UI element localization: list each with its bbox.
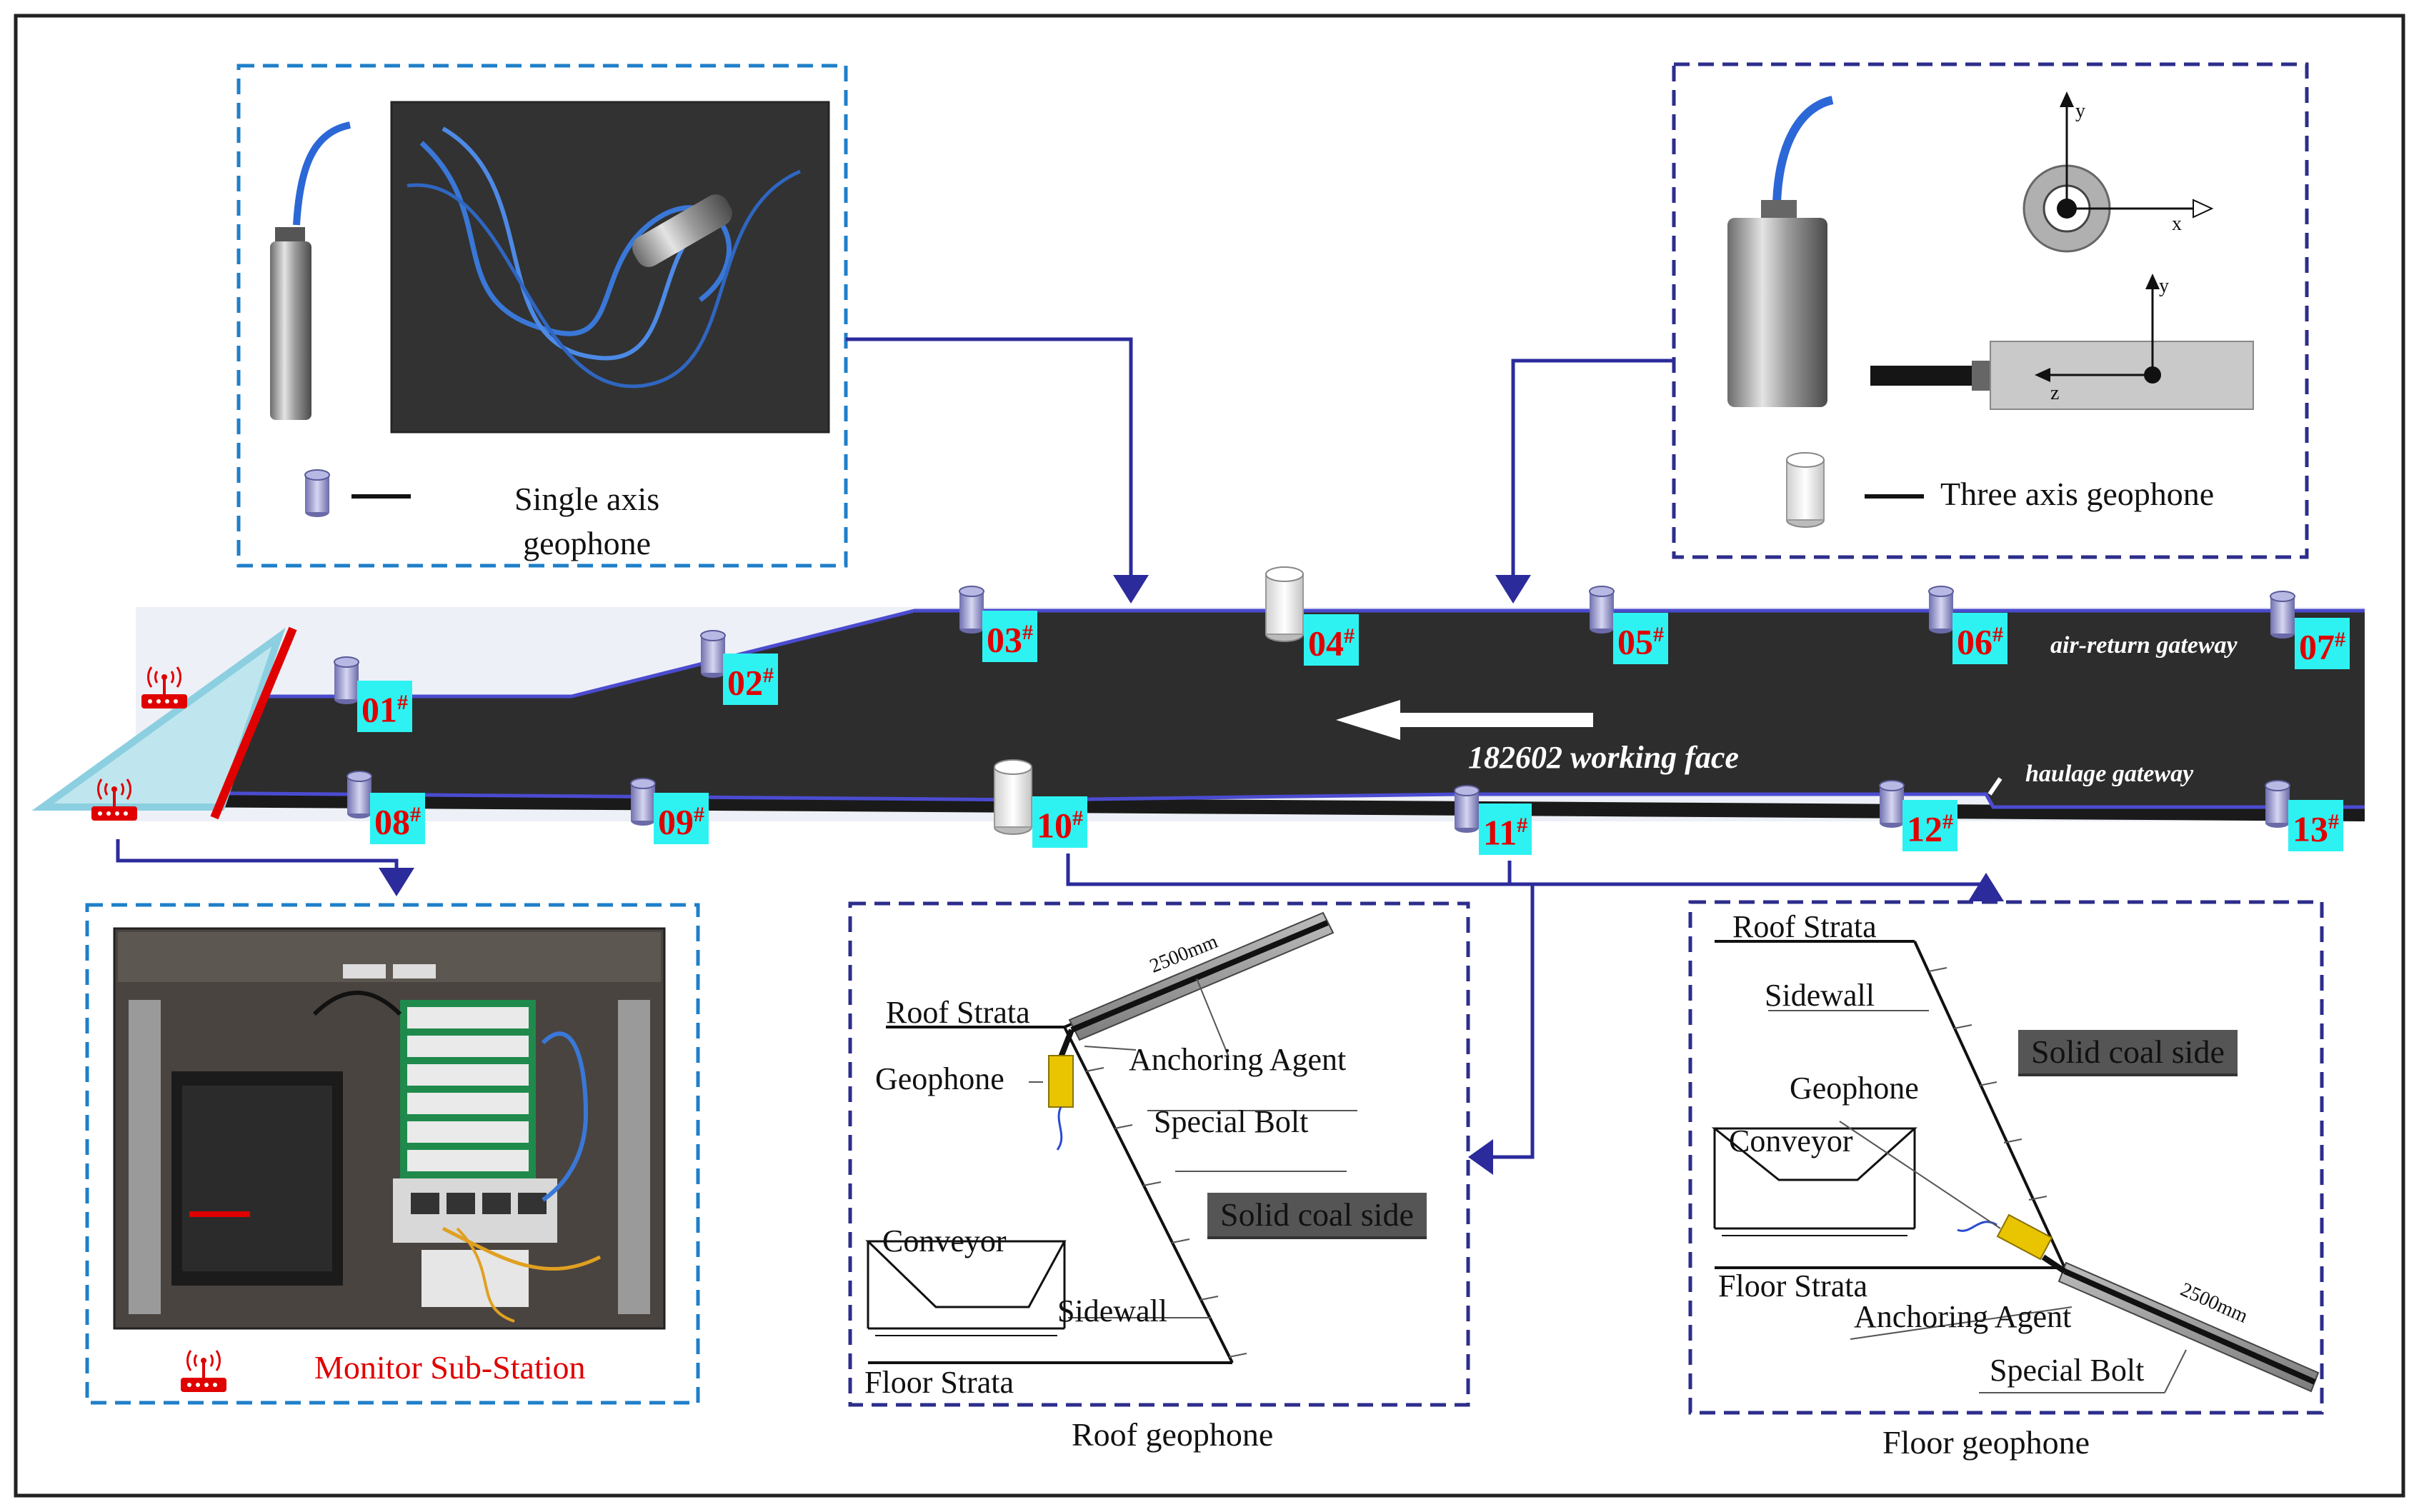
single-geophone-11-icon — [1454, 785, 1480, 833]
geophone-tag-11: 11# — [1479, 803, 1532, 855]
single-geophone-05-icon — [1589, 586, 1615, 634]
roof-conveyor — [865, 1240, 1067, 1308]
floor-roof-strata-label: Roof Strata — [1732, 909, 1877, 944]
arrowhead — [1968, 873, 2004, 901]
working-face-slab — [164, 611, 2365, 807]
floor-hatching — [1928, 967, 2048, 1201]
direction-arrow — [1336, 700, 1593, 740]
special-bolt-label: Special Bolt — [1154, 1104, 1309, 1139]
roof-detail-box — [848, 901, 1470, 1407]
monitor-substation-label: Monitor Sub-Station — [314, 1349, 586, 1386]
boundary-red-line — [210, 626, 297, 820]
three-axis-geophone-10-icon — [994, 759, 1032, 835]
floor-geophone-sensor — [1996, 1213, 2053, 1261]
geophone-tag-09: 09# — [654, 793, 709, 844]
connector-single-to-face — [846, 337, 1133, 589]
axis-x-label: x — [2172, 213, 2182, 235]
connector-11-to-roof — [1490, 861, 1535, 1159]
floor-conveyor — [1711, 1127, 1917, 1181]
connector-10-to-floor — [1066, 853, 1986, 886]
single-geophone-13-icon — [2265, 780, 2290, 828]
floor-geophone-caption: Floor geophone — [1882, 1424, 2090, 1461]
three-axis-geophone-legend-icon — [1786, 452, 1825, 528]
roof-geophone-sensor — [1048, 1055, 1074, 1108]
geophone-tag-07: 07# — [2295, 618, 2350, 669]
single-geophone-03-icon — [959, 586, 984, 634]
floor-geophone-label: Geophone — [1790, 1071, 1919, 1106]
single-geophone-06-icon — [1928, 586, 1954, 634]
arrowhead — [1113, 575, 1149, 604]
three-axis-sensor-photo — [1727, 218, 1827, 407]
floor-floor-strata-label: Floor Strata — [1718, 1268, 1867, 1303]
geophone-tag-01: 01# — [357, 681, 412, 732]
floor-sidewall-label: Sidewall — [1765, 978, 1875, 1013]
single-axis-sensor-photo — [270, 241, 311, 420]
three-axis-box — [1672, 62, 2309, 559]
single-geophone-12-icon — [1879, 780, 1905, 828]
geophone-tag-02: 02# — [723, 654, 778, 705]
geophone-tag-08: 08# — [370, 793, 425, 844]
single-geophone-02-icon — [700, 630, 726, 679]
single-geophone-07-icon — [2270, 591, 2295, 639]
single-geophone-09-icon — [630, 778, 656, 826]
three-axis-geophone-04-icon — [1265, 566, 1304, 642]
three-axis-label: Three axis geophone — [1940, 476, 2215, 512]
geophone-label: Geophone — [875, 1061, 1004, 1096]
sensor-in-photo — [632, 194, 732, 267]
haulage-gateway-label: haulage gateway — [2025, 761, 2194, 787]
geophone-tag-10: 10# — [1032, 796, 1087, 848]
geophone-tag-06: 06# — [1952, 613, 2007, 664]
working-face-bottom-edge — [164, 791, 2365, 809]
sensor-cap — [275, 227, 305, 243]
axis-z-label: z — [2050, 382, 2060, 404]
connector-face-to-monitor — [116, 839, 399, 875]
single-axis-label: Single axis geophone — [514, 481, 660, 561]
monitor-box — [85, 903, 700, 1405]
axis-y-label: y — [2075, 100, 2085, 122]
geophone-tag-05: 05# — [1613, 613, 1668, 664]
single-axis-box — [236, 64, 848, 568]
arrowhead — [1468, 1139, 1493, 1175]
solid-coal-label: Solid coal side — [1207, 1193, 1427, 1239]
axis-y-label: y — [2159, 275, 2169, 297]
roof-strata-label: Roof Strata — [886, 995, 1030, 1030]
floor-special-bolt-label: Special Bolt — [1990, 1353, 2145, 1388]
floor-conveyor-label: Conveyor — [1729, 1123, 1853, 1158]
gap-line — [1987, 777, 2002, 796]
working-face-label: 182602 working face — [1468, 740, 1739, 775]
single-geophone-08-icon — [346, 771, 372, 819]
monitor-router-icon — [179, 1349, 228, 1393]
single-geophone-01-icon — [334, 656, 359, 705]
arrowhead — [1495, 575, 1531, 604]
conveyor-label: Conveyor — [882, 1223, 1007, 1258]
working-face-side — [164, 793, 2365, 821]
roof-geophone-caption: Roof geophone — [1072, 1416, 1274, 1453]
geophone-tag-03: 03# — [982, 611, 1037, 662]
floor-detail-box — [1688, 900, 2324, 1415]
anchoring-agent-label: Anchoring Agent — [1129, 1042, 1347, 1077]
geophone-tag-04: 04# — [1304, 614, 1359, 666]
floor-solid-coal-label: Solid coal side — [2018, 1030, 2238, 1076]
outer-frame — [14, 14, 2405, 1498]
air-return-gateway-label: air-return gateway — [2050, 632, 2238, 659]
floor-strata-label: Floor Strata — [864, 1365, 1014, 1400]
geophone-tag-12: 12# — [1902, 800, 1957, 851]
connector-three-to-face — [1511, 359, 1674, 589]
floor-anchoring-agent-label: Anchoring Agent — [1854, 1299, 2072, 1334]
sidewall-label: Sidewall — [1057, 1293, 1167, 1328]
cable — [293, 121, 351, 226]
arrowhead — [379, 868, 414, 896]
geophone-tag-13: 13# — [2288, 800, 2343, 851]
cable — [1772, 96, 1834, 204]
single-geophone-legend-icon — [304, 469, 330, 518]
